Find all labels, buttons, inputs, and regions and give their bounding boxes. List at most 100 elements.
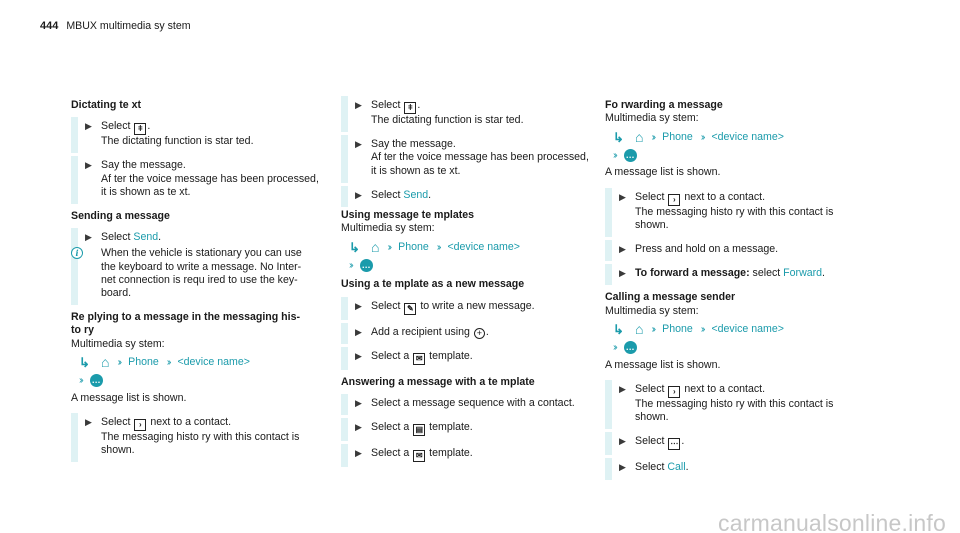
step-add-recipient: ▶ Add a recipient using +. [341,322,603,345]
triangle-bullet-icon: ▶ [355,350,362,361]
section-heading-answering: Answering a message with a te mplate [341,375,535,388]
double-chevron-icon: ›› [349,259,353,271]
section-heading-forwarding: Fo rwarding a message [605,99,723,111]
step-select-send: ▶ Select Send. [341,185,603,208]
nav-phone[interactable]: Phone [662,323,693,336]
section-heading-sending: Sending a message [71,210,170,223]
nav-device-name[interactable]: <device name> [711,130,784,143]
double-chevron-icon: ›› [436,241,441,253]
multimedia-label: Multimedia sy stem: [341,222,435,235]
step-select-template: ▶ Select a ✉ template. [341,346,603,370]
double-chevron-icon: ›› [613,342,617,354]
step-select-microphone: ▶ Select ǂ. The dictating function is st… [341,95,603,133]
step-select-pencil: ▶ Select ✎ to write a new message. [341,296,603,320]
message-bubble-icon[interactable]: … [623,341,637,355]
double-chevron-icon: ›› [700,324,705,336]
step-select-next: ▶ Select › next to a contact. The messag… [605,380,865,430]
nav-path: ↳ ⌂ ›› Phone ›› <device name> ›› … [71,354,331,390]
step-select-microphone: ▶ Select ǂ. The dictating function is st… [71,117,331,154]
step-select-next: ▶ Select › next to a contact. The messag… [71,413,331,463]
nav-device-name[interactable]: <device name> [177,356,250,369]
triangle-bullet-icon: ▶ [619,384,626,395]
triangle-bullet-icon: ▶ [619,268,626,279]
triangle-bullet-icon: ▶ [355,422,362,433]
next-arrow-box-icon: › [134,419,147,432]
nav-device-name[interactable]: <device name> [447,240,520,253]
triangle-bullet-icon: ▶ [619,191,626,202]
triangle-bullet-icon: ▶ [355,189,362,200]
microphone-icon: ǂ [404,102,417,114]
double-chevron-icon: ›› [613,149,617,161]
next-arrow-box-icon: › [668,386,681,399]
triangle-bullet-icon: ▶ [355,100,362,110]
nav-phone[interactable]: Phone [128,356,159,369]
triangle-bullet-icon: ▶ [355,300,362,311]
double-chevron-icon: ›› [117,357,121,369]
list-shown-text: A message list is shown. [71,391,187,404]
step-select-sequence: ▶ Select a message sequence with a conta… [341,393,603,416]
nav-path: ↳ ⌂ ›› Phone ›› <device name> ›› … [605,128,865,164]
send-link[interactable]: Send [133,231,159,244]
double-chevron-icon: ›› [700,131,705,143]
nav-phone[interactable]: Phone [662,130,693,143]
message-bubble-icon[interactable]: … [359,258,373,272]
next-arrow-box-icon: › [668,193,681,206]
triangle-bullet-icon: ▶ [619,462,626,473]
double-chevron-icon: ›› [387,241,391,253]
home-icon[interactable]: ⌂ [635,321,644,338]
triangle-bullet-icon: ▶ [85,417,92,428]
step-say-message: ▶ Say the message. Af ter the voice mess… [341,135,603,183]
column-left: Dictating te xt ▶ Select ǂ. The dictatin… [71,99,331,468]
forward-link[interactable]: Forward [783,267,823,280]
nav-device-name[interactable]: <device name> [711,323,784,336]
section-heading-new-message: Using a te mplate as a new message [341,278,525,291]
pencil-icon: ✎ [404,302,417,315]
info-icon: i [71,247,83,260]
home-icon[interactable]: ⌂ [371,238,380,255]
triangle-bullet-icon: ▶ [85,232,92,243]
nav-phone[interactable]: Phone [398,240,429,253]
info-note: i When the vehicle is stationary you can… [71,244,331,306]
message-bubble-icon[interactable]: … [623,148,637,162]
home-icon[interactable]: ⌂ [635,128,644,145]
double-chevron-icon: ›› [651,131,655,143]
step-result: The dictating function is star ted. [101,135,254,148]
microphone-icon: ǂ [134,123,147,136]
multimedia-label: Multimedia sy stem: [71,337,165,350]
column-middle: ▶ Select ǂ. The dictating function is st… [341,95,603,473]
multimedia-label: Multimedia sy stem: [605,304,699,317]
home-icon[interactable]: ⌂ [101,354,110,371]
call-link[interactable]: Call [667,461,686,474]
section-heading-dictating: Dictating te xt [71,99,142,111]
triangle-bullet-icon: ▶ [355,448,362,459]
triangle-bullet-icon: ▶ [85,160,92,171]
step-select-call: ▶ Select Call. [605,458,865,480]
step-say-message: ▶ Say the message. Af ter the voice mess… [71,156,331,204]
watermark: carmanualsonline.info [718,509,946,533]
triangle-bullet-icon: ▶ [355,326,362,337]
page-header: 444 MBUX multimedia sy stem [40,17,191,37]
step-select-sms-template: ▶ Select a ▤ template. [341,418,603,442]
double-chevron-icon: ›› [651,324,655,336]
send-link[interactable]: Send [403,188,429,201]
step-select-send: ▶ Select Send. [71,228,331,250]
step-select-envelope-template: ▶ Select a ✉ template. [341,444,603,468]
message-bubble-icon[interactable]: … [89,374,103,388]
triangle-bullet-icon: ▶ [85,121,92,132]
double-chevron-icon: ›› [79,375,83,387]
envelope-template-icon: ✉ [413,450,426,463]
path-start-arrow-icon: ↳ [613,129,624,145]
triangle-bullet-icon: ▶ [355,139,362,150]
list-shown-text: A message list is shown. [605,358,721,371]
column-right: Fo rwarding a message Multimedia sy stem… [605,99,865,486]
step-select-next: ▶ Select › next to a contact. The messag… [605,187,865,238]
path-start-arrow-icon: ↳ [349,239,360,255]
path-start-arrow-icon: ↳ [613,322,624,338]
triangle-bullet-icon: ▶ [619,436,626,447]
list-shown-text: A message list is shown. [605,166,721,179]
step-forward: ▶ To forward a message: select Forward. [605,264,865,286]
multimedia-label: Multimedia sy stem: [605,112,699,125]
step-select-more: ▶ Select ⋯. [605,432,865,456]
nav-path: ↳ ⌂ ›› Phone ›› <device name> ›› … [341,238,603,274]
path-start-arrow-icon: ↳ [79,355,90,371]
